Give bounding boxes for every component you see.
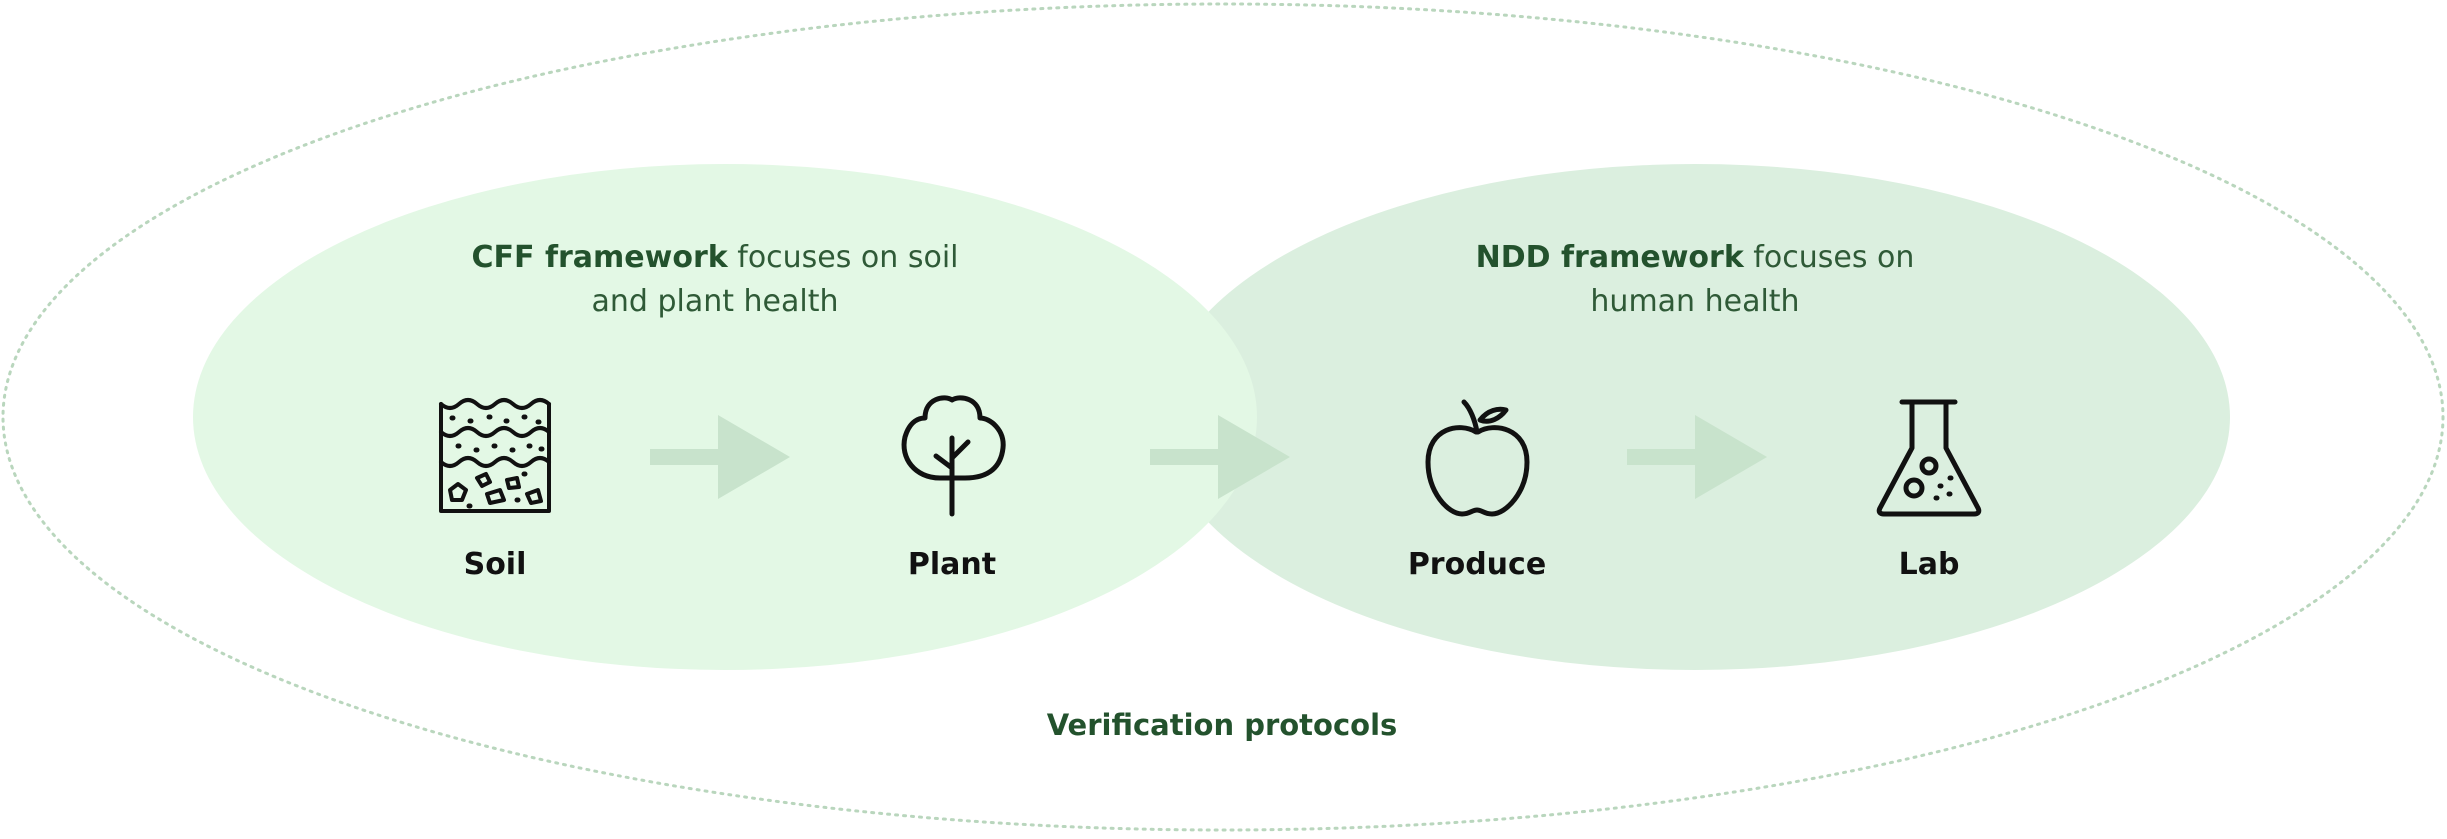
node-label-soil: Soil: [463, 547, 527, 582]
cff-caption-line-1: CFF framework focuses on soil: [425, 236, 1005, 280]
flask-icon: [1876, 399, 1982, 517]
cff-framework-name: CFF framework: [471, 240, 728, 275]
cff-caption-line-2: and plant health: [591, 284, 839, 319]
cff-caption-text: focuses on soil: [727, 240, 959, 275]
ndd-caption-text: focuses on: [1743, 240, 1915, 275]
ndd-framework-caption: NDD framework focuses on human health: [1405, 236, 1985, 324]
arrow-produce-to-lab: [1627, 415, 1767, 499]
ndd-caption-line-2: human health: [1590, 284, 1800, 319]
arrow-plant-to-produce: [1150, 415, 1290, 499]
node-label-produce: Produce: [1407, 547, 1547, 582]
tree-icon: [901, 395, 1006, 517]
verification-protocols-label: Verification protocols: [1046, 708, 1398, 742]
arrow-soil-to-plant: [650, 415, 790, 499]
cff-framework-region: [193, 164, 1257, 670]
cff-framework-caption: CFF framework focuses on soil and plant …: [425, 236, 1005, 324]
node-label-lab: Lab: [1898, 547, 1960, 582]
node-label-plant: Plant: [907, 547, 997, 582]
apple-icon: [1425, 399, 1530, 517]
ndd-caption-line-1: NDD framework focuses on: [1405, 236, 1985, 280]
ndd-framework-name: NDD framework: [1475, 240, 1744, 275]
soil-layers-icon: [439, 398, 551, 513]
